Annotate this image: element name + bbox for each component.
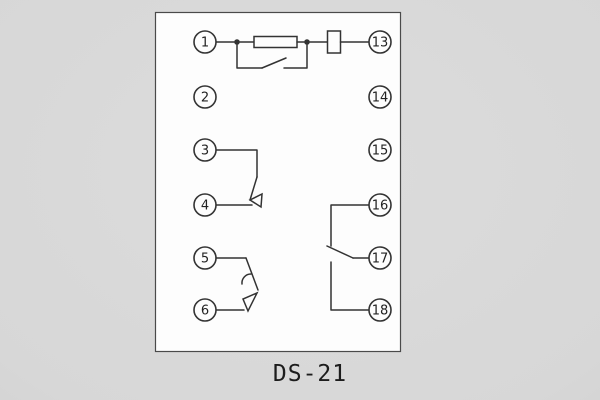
terminal-label: 18 (372, 304, 389, 319)
contact-3-4 (215, 149, 263, 209)
terminal-label: 15 (372, 144, 389, 159)
terminal-circle (368, 85, 392, 109)
contact-blade-icon (245, 257, 259, 291)
terminal-label: 4 (201, 199, 209, 214)
wire-from-3 (215, 149, 258, 178)
terminal-circle (368, 138, 392, 162)
terminal-circle (193, 85, 217, 109)
terminal-circle (193, 298, 217, 322)
wire-from-16 (330, 204, 370, 247)
loop-wire-right (283, 44, 308, 69)
terminal-label: 2 (201, 91, 209, 106)
contact-blade-icon (326, 245, 354, 259)
contact-blade-icon (261, 57, 287, 69)
junction-dot (234, 39, 240, 45)
terminal-circle (368, 193, 392, 217)
terminal-label: 5 (201, 252, 209, 267)
terminal-label: 3 (201, 144, 209, 159)
blade-hook-icon (241, 273, 252, 285)
contact-5-6 (215, 257, 259, 313)
diagram-panel (154, 11, 402, 353)
terminal-label: 14 (372, 91, 389, 106)
terminal-circle (193, 138, 217, 162)
wire-from-18 (330, 261, 370, 311)
terminal-label: 17 (372, 252, 389, 267)
terminal-circle (193, 30, 217, 54)
contact-16-17-18 (326, 204, 370, 311)
terminal-label: 6 (201, 304, 209, 319)
terminal-circle (368, 30, 392, 54)
fixed-contact-icon (242, 291, 259, 313)
contact-blade-icon (249, 176, 258, 201)
resistor-icon (253, 35, 298, 49)
top-circuit-1-13 (215, 30, 370, 69)
terminal-label: 13 (372, 36, 389, 51)
terminal-circle (368, 246, 392, 270)
terminals-left: 1 2 3 4 5 6 (193, 30, 217, 322)
junction-dot (304, 39, 310, 45)
terminal-circle (193, 246, 217, 270)
model-label: DS-21 (273, 361, 347, 387)
fixed-contact-icon (248, 192, 263, 209)
terminal-circle (368, 298, 392, 322)
terminals-right: 13 14 15 16 17 18 (368, 30, 392, 322)
terminal-label: 16 (372, 199, 389, 214)
break-element-icon (326, 30, 342, 54)
loop-wire-left (236, 44, 263, 69)
terminal-label: 1 (201, 36, 209, 51)
terminal-circle (193, 193, 217, 217)
